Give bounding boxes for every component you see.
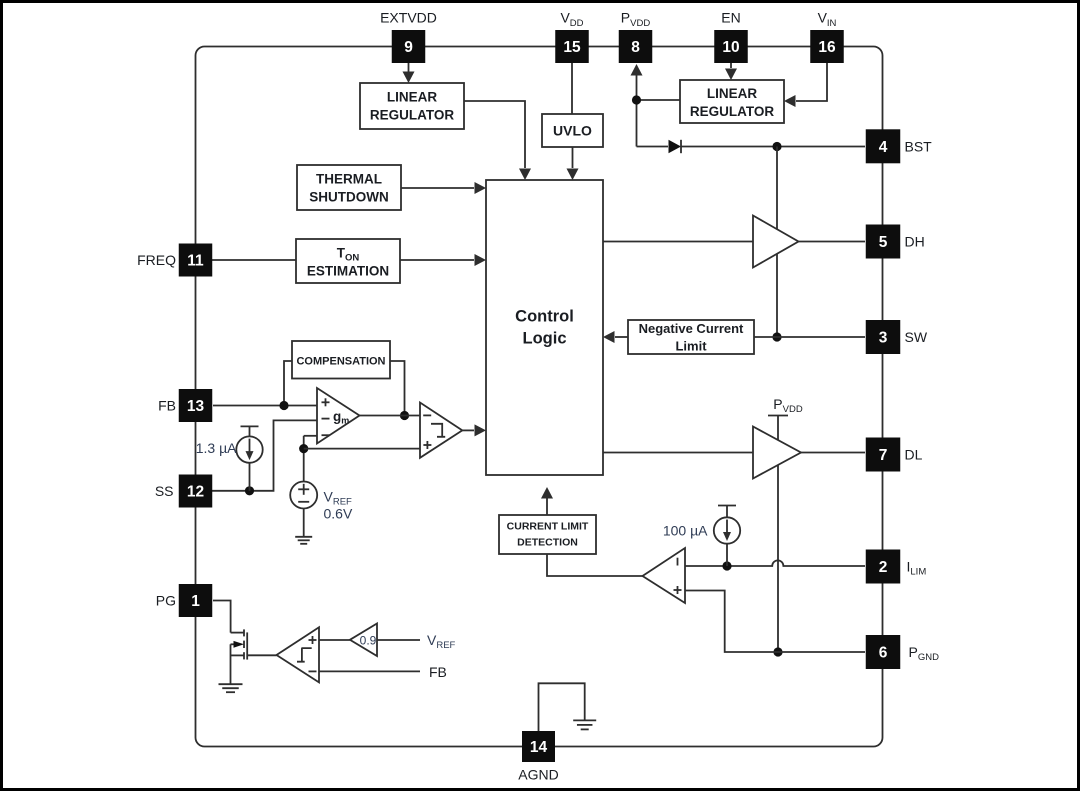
svg-text:1: 1: [191, 593, 200, 610]
svg-text:DH: DH: [905, 234, 925, 250]
svg-text:9: 9: [404, 39, 413, 56]
svg-text:13: 13: [187, 398, 205, 415]
svg-text:2: 2: [879, 559, 888, 576]
svg-text:REGULATOR: REGULATOR: [370, 108, 455, 123]
svg-text:11: 11: [187, 253, 204, 270]
svg-text:0.6V: 0.6V: [324, 506, 353, 522]
svg-text:LINEAR: LINEAR: [387, 90, 438, 105]
svg-text:EXTVDD: EXTVDD: [380, 10, 437, 26]
svg-text:4: 4: [879, 139, 888, 156]
svg-text:DL: DL: [905, 447, 923, 463]
svg-text:LINEAR: LINEAR: [707, 86, 758, 101]
svg-text:SS: SS: [155, 483, 174, 499]
svg-text:FB: FB: [158, 398, 176, 414]
svg-text:3: 3: [879, 330, 888, 347]
svg-text:14: 14: [530, 739, 548, 756]
svg-text:ESTIMATION: ESTIMATION: [307, 264, 389, 279]
svg-text:7: 7: [879, 447, 888, 464]
svg-text:REGULATOR: REGULATOR: [690, 104, 775, 119]
svg-text:FB: FB: [429, 664, 447, 680]
svg-text:CURRENT LIMIT: CURRENT LIMIT: [507, 521, 589, 533]
svg-text:BST: BST: [905, 138, 933, 154]
svg-text:Logic: Logic: [523, 330, 567, 348]
svg-text:5: 5: [879, 234, 888, 251]
svg-text:SW: SW: [905, 329, 928, 345]
svg-text:6: 6: [879, 645, 888, 662]
svg-text:1.3 µA: 1.3 µA: [196, 440, 237, 456]
svg-text:10: 10: [722, 39, 739, 56]
svg-text:AGND: AGND: [518, 767, 558, 783]
svg-text:THERMAL: THERMAL: [316, 172, 382, 187]
svg-text:Negative Current: Negative Current: [639, 321, 744, 336]
svg-text:Control: Control: [515, 308, 574, 326]
svg-text:PG: PG: [156, 593, 176, 609]
svg-text:SHUTDOWN: SHUTDOWN: [309, 190, 389, 205]
svg-text:DETECTION: DETECTION: [517, 537, 578, 549]
svg-text:0.9: 0.9: [360, 634, 377, 648]
svg-text:16: 16: [818, 39, 836, 56]
svg-text:15: 15: [563, 39, 581, 56]
svg-text:UVLO: UVLO: [553, 123, 592, 139]
svg-text:EN: EN: [721, 10, 740, 26]
svg-text:100 µA: 100 µA: [663, 523, 708, 539]
svg-text:8: 8: [631, 39, 640, 56]
svg-text:COMPENSATION: COMPENSATION: [296, 356, 385, 368]
svg-text:12: 12: [187, 484, 204, 501]
svg-text:Limit: Limit: [675, 338, 707, 353]
svg-text:FREQ: FREQ: [137, 252, 176, 268]
